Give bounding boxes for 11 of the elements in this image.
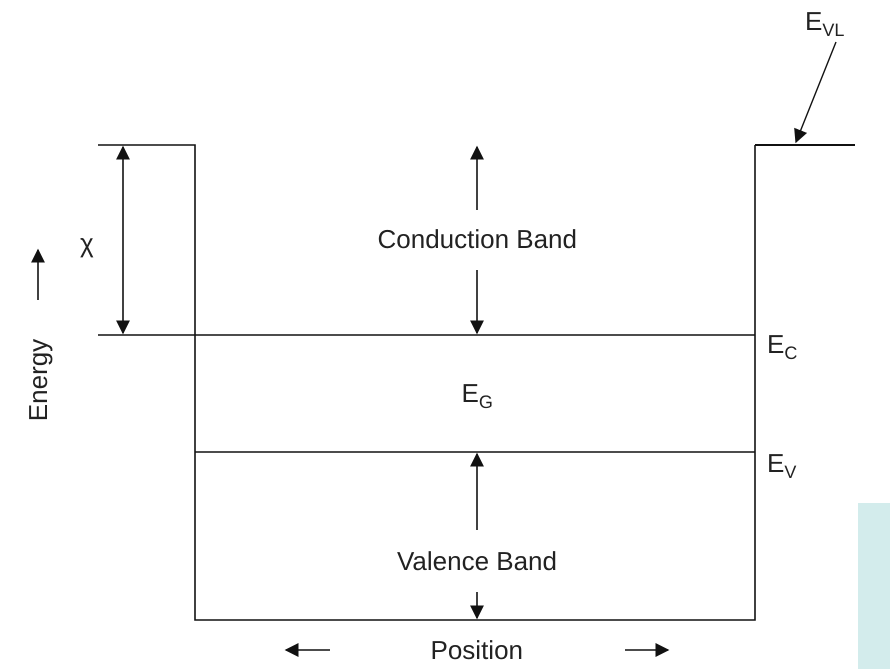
leader-line [794, 42, 837, 144]
symbol-label: χ [80, 230, 94, 256]
level-label: E$_{C}$ [767, 331, 798, 357]
band-label: Conduction Band [378, 226, 577, 252]
gap-label: E$_{G}$ [462, 380, 493, 406]
axis-label: Position [430, 637, 523, 663]
axis-label: Energy [25, 338, 52, 422]
level-label: E$_{VL}$ [805, 8, 844, 34]
vacuum-level-line [755, 144, 855, 146]
level-label: E$_{V}$ [767, 450, 796, 476]
band-label: Valence Band [397, 548, 557, 574]
